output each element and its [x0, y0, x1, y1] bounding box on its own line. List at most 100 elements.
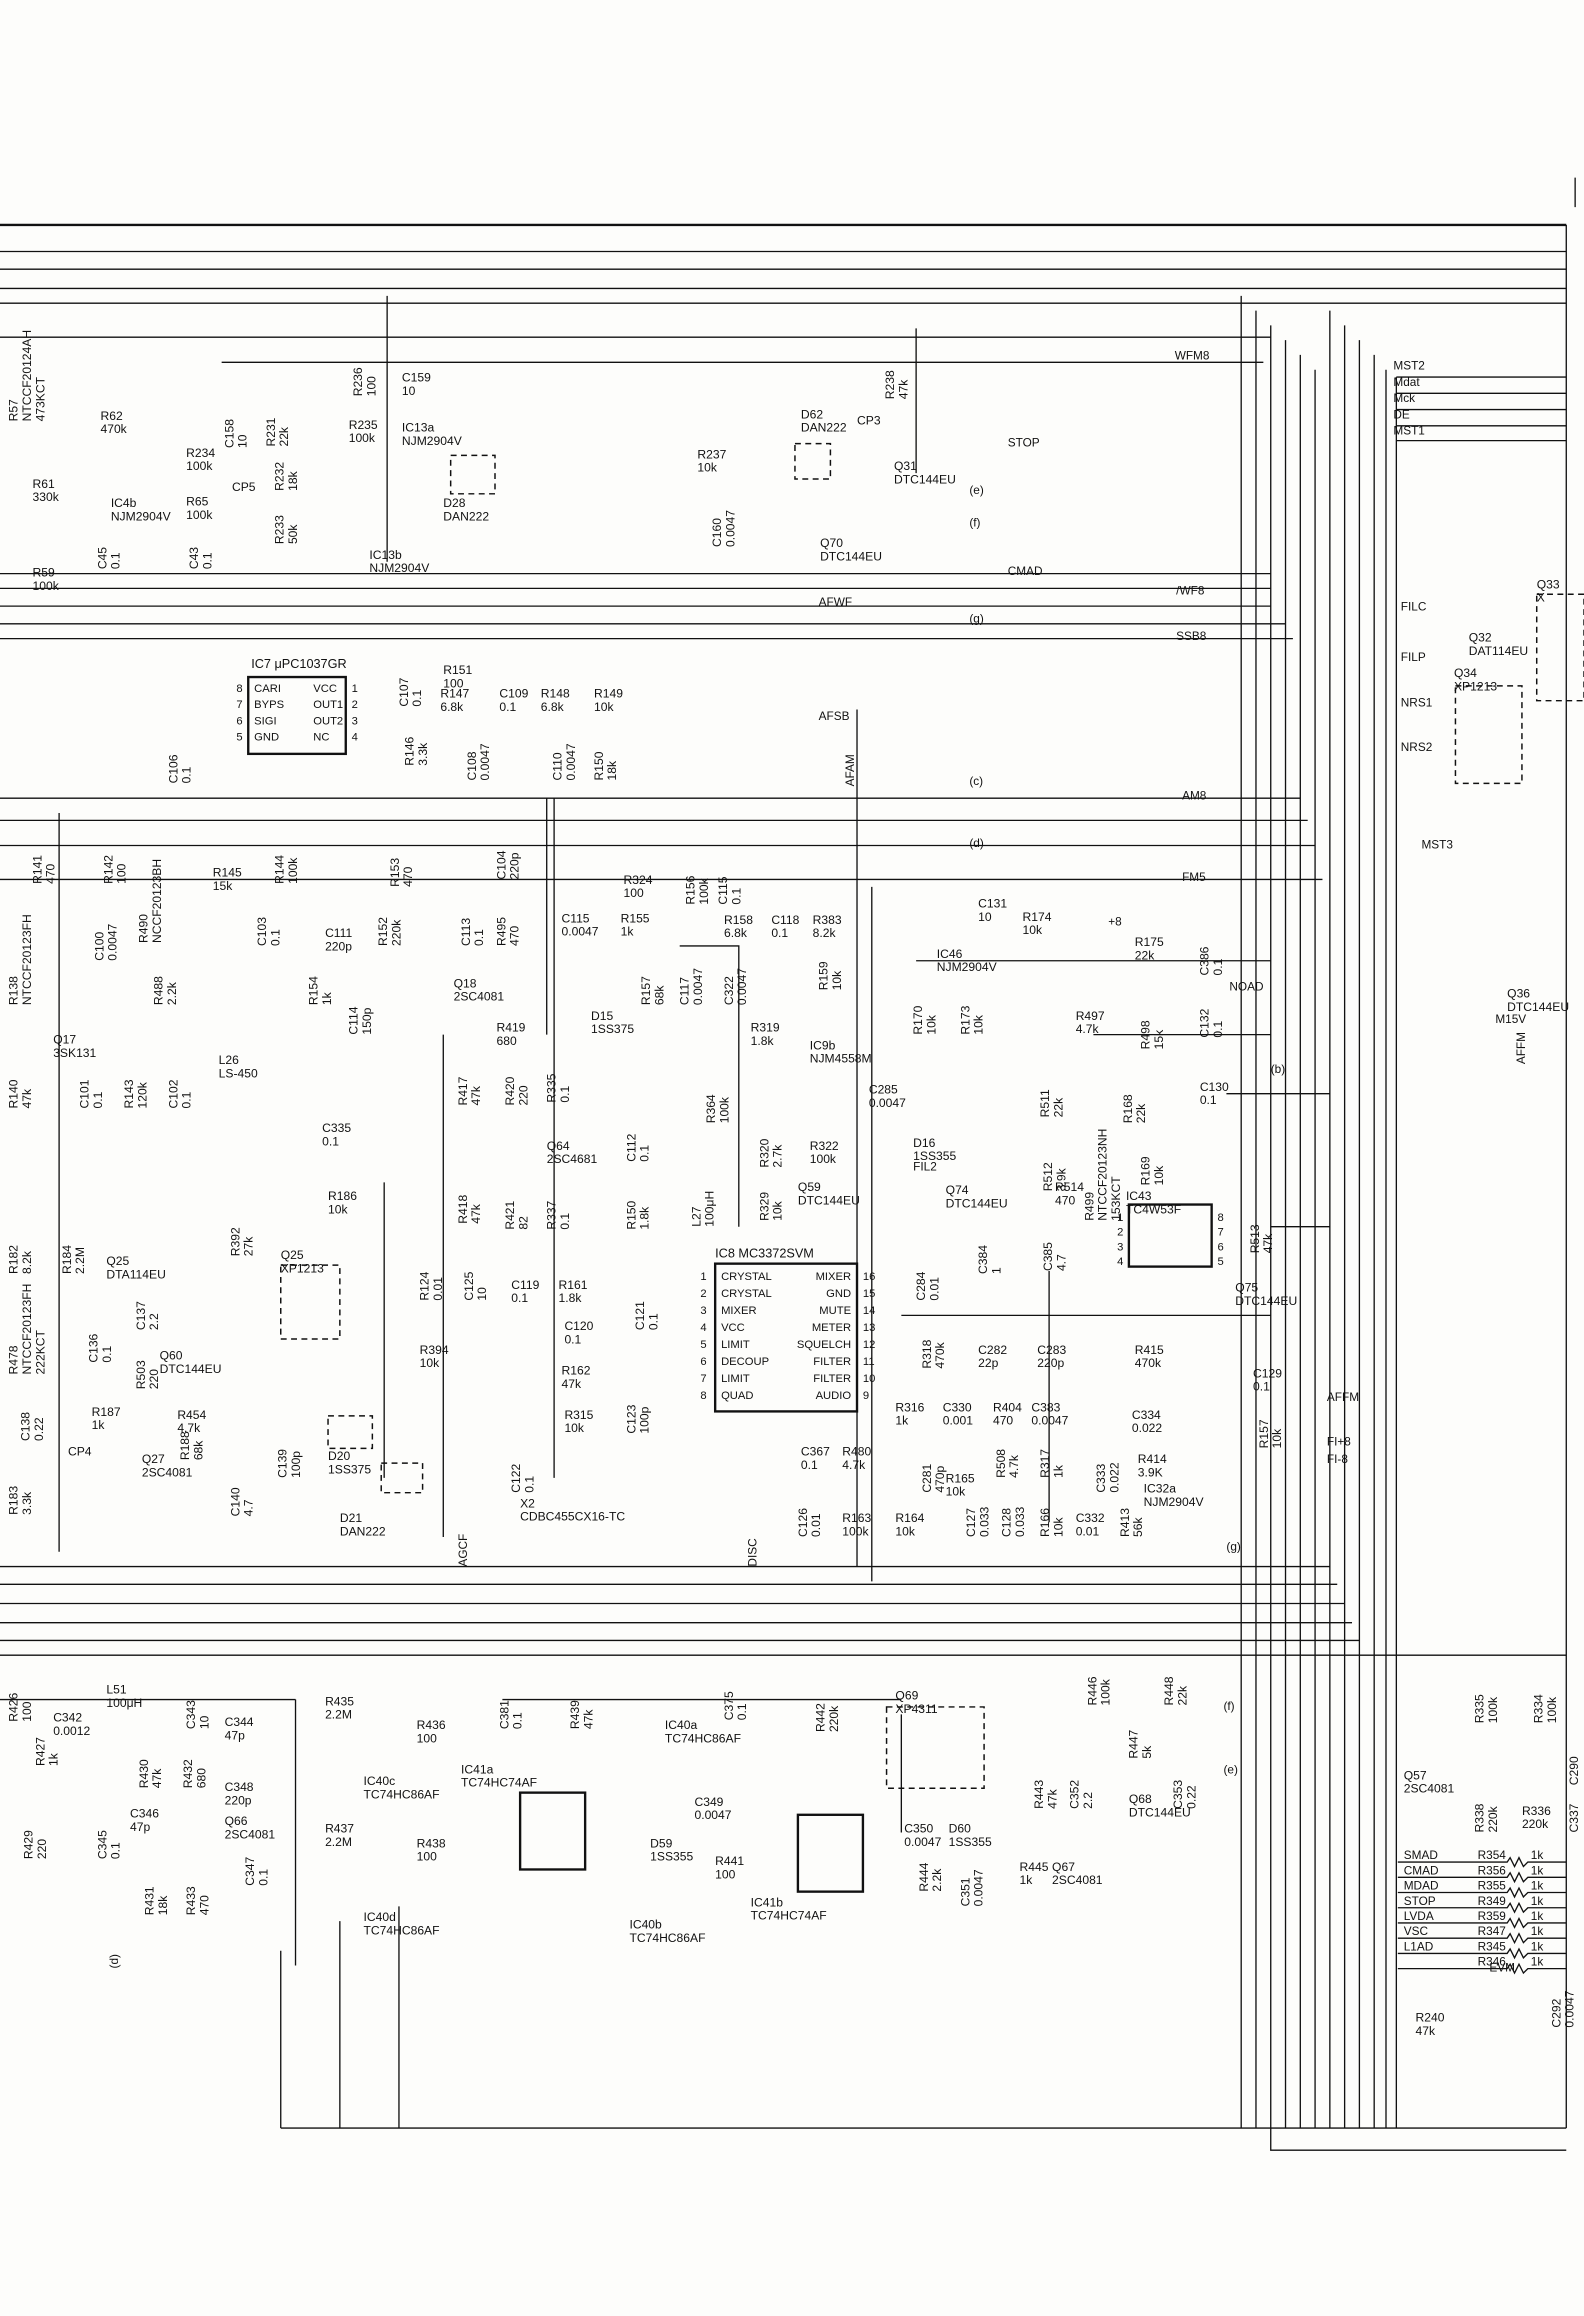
net-label-g1: (g) — [969, 611, 984, 625]
component-label-r337: R337 — [545, 1200, 559, 1229]
component-label-r234: R234 — [186, 446, 215, 460]
component-label-c107: C107 — [397, 677, 411, 706]
ic8-pin-number: 12 — [863, 1339, 875, 1351]
component-label-q34: Q34 — [1454, 666, 1477, 680]
net-label-b1: (b) — [1271, 1062, 1286, 1076]
component-label-r512: R512 — [1041, 1162, 1055, 1191]
component-label-c333: 0.022 — [1108, 1462, 1122, 1493]
component-label-r175: 22k — [1135, 948, 1155, 962]
component-label-c102: C102 — [166, 1079, 180, 1108]
ic7-pin-label: CARI — [254, 683, 281, 695]
net-label-f2: (f) — [1223, 1699, 1234, 1713]
component-label-c136: C136 — [87, 1333, 101, 1362]
component-label-c125: 10 — [475, 1287, 489, 1301]
component-label-r420: R420 — [503, 1076, 517, 1105]
component-label-c351: C351 — [958, 1877, 972, 1906]
component-label-r430: R430 — [137, 1759, 151, 1788]
component-label-r186: 10k — [328, 1202, 348, 1216]
component-label-r503: 220 — [147, 1369, 161, 1389]
component-label-ic46: NJM2904V — [937, 960, 998, 974]
component-label-q74: Q74 — [946, 1183, 969, 1197]
component-label-q27: Q27 — [142, 1452, 165, 1466]
net-label-e2: (e) — [1223, 1762, 1238, 1776]
component-label-r322: R322 — [810, 1139, 839, 1153]
component-label-q60: DTC144EU — [160, 1362, 222, 1376]
component-label-r157: 68k — [652, 985, 666, 1005]
component-label-r233: R233 — [273, 515, 287, 544]
component-label-r161: R161 — [559, 1278, 588, 1292]
net-label-fim8: FI-8 — [1327, 1452, 1348, 1466]
table-resistor-line — [1397, 1962, 1567, 1975]
component-label-l51: 100μH — [106, 1696, 142, 1710]
net-label-stop: STOP — [1008, 436, 1040, 450]
net-label-f1: (f) — [969, 515, 980, 529]
component-label-c159: C159 — [402, 371, 431, 385]
component-label-r156: R156 — [683, 875, 697, 904]
component-label-x2: X2 — [520, 1496, 535, 1510]
component-label-c107: 0.1 — [410, 689, 424, 706]
component-label-r439: 47k — [582, 1709, 596, 1729]
component-label-r495: 470 — [508, 925, 522, 945]
component-label-r334: R334 — [1532, 1694, 1546, 1723]
component-label-r233: 50k — [286, 524, 300, 544]
component-label-q33: X — [1537, 591, 1545, 605]
net-label-mst1: MST1 — [1393, 424, 1425, 438]
ic8-pin-label: MIXER — [721, 1305, 757, 1317]
ic8-pin-label: CRYSTAL — [721, 1271, 772, 1283]
component-label-r182: 8.2k — [20, 1250, 34, 1274]
ic8-pin-label: LIMIT — [721, 1373, 750, 1385]
table-signal-label: CMAD — [1404, 1863, 1439, 1877]
component-label-c386: C386 — [1198, 946, 1212, 975]
component-label-r322: 100k — [810, 1152, 837, 1166]
component-label-r235: 100k — [349, 431, 376, 445]
component-label-r166: R166 — [1038, 1508, 1052, 1537]
component-label-r65: R65 — [186, 495, 208, 509]
component-label-ic40a: TC74HC86AF — [665, 1731, 741, 1745]
component-label-c137: 2.2 — [147, 1313, 161, 1330]
component-label-c139: C139 — [276, 1449, 290, 1478]
component-label-c103: C103 — [255, 917, 269, 946]
component-label-r141: 470 — [44, 863, 58, 883]
table-resistor-id: R356 — [1478, 1863, 1507, 1877]
component-label-c375: 0.1 — [735, 1703, 749, 1720]
component-label-r445: 1k — [1020, 1873, 1034, 1887]
net-label-fm5: FM5 — [1182, 870, 1206, 884]
ic7-pin-number: 7 — [236, 699, 242, 711]
ic8-pin-number: 7 — [700, 1373, 706, 1385]
component-label-r497: 4.7k — [1076, 1022, 1100, 1036]
ic8-pin-label: MIXER — [816, 1271, 852, 1283]
component-label-c381: C381 — [497, 1700, 511, 1729]
component-label-r441: R441 — [715, 1854, 744, 1868]
component-label-c283: C283 — [1037, 1343, 1066, 1357]
component-label-r511: R511 — [1038, 1089, 1052, 1117]
component-label-c348: C348 — [225, 1780, 254, 1794]
component-label-c350: C350 — [904, 1822, 933, 1836]
component-label-r335b: 100k — [1486, 1696, 1500, 1723]
component-label-r152: 220k — [389, 919, 403, 946]
component-label-r447: R447 — [1127, 1729, 1141, 1758]
component-label-c352: C352 — [1068, 1780, 1082, 1809]
net-label-filc: FILC — [1401, 600, 1427, 614]
component-label-ic4b: IC4b — [111, 496, 137, 510]
component-label-r57: NTCCF20124AH — [20, 330, 34, 422]
table-resistor-line — [1397, 1932, 1567, 1945]
component-label-cp5: CP5 — [232, 480, 256, 494]
component-label-c160: C160 — [710, 518, 724, 547]
component-label-r442: R442 — [814, 1703, 828, 1732]
component-label-d60: 1SS355 — [949, 1835, 992, 1849]
component-label-c45: C45 — [95, 547, 109, 569]
component-label-c343: 10 — [197, 1715, 211, 1729]
component-label-c128: 0.033 — [1013, 1506, 1027, 1537]
component-label-c108: C108 — [465, 751, 479, 780]
component-label-r336: 220k — [1522, 1817, 1549, 1831]
net-label-cmad: CMAD — [1008, 564, 1043, 578]
component-label-r65: 100k — [186, 508, 213, 522]
ic8-pin-label: GND — [826, 1288, 851, 1300]
component-label-c131: 10 — [978, 910, 992, 924]
component-label-r143: R143 — [122, 1079, 136, 1108]
ic43-pin-number: 2 — [1117, 1227, 1123, 1239]
component-label-r334: 100k — [1545, 1696, 1559, 1723]
component-label-r446: 100k — [1099, 1678, 1113, 1705]
component-label-r415: R415 — [1135, 1343, 1164, 1357]
